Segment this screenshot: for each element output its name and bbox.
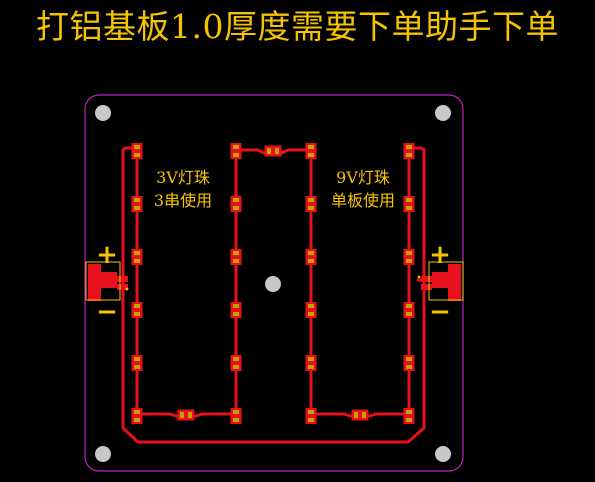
led-icon — [131, 249, 143, 265]
connector-silkscreen — [85, 261, 121, 301]
minus-sign-right: − — [429, 297, 451, 327]
led-icon — [131, 143, 143, 159]
connector-right — [417, 261, 464, 301]
led-icon — [403, 249, 415, 265]
led-icon — [305, 302, 317, 318]
led-icon — [177, 409, 195, 421]
label-9v-led: 9V灯珠 — [336, 168, 390, 187]
page-title: 打铝基板1.0厚度需要下单助手下单 — [36, 7, 559, 46]
led-icon — [305, 408, 317, 424]
led-icon — [230, 408, 242, 424]
label-3-series: 3串使用 — [154, 191, 212, 210]
led-icon — [305, 355, 317, 371]
connector-silkscreen — [428, 261, 464, 301]
led-icon — [305, 249, 317, 265]
connector-pad-icon — [117, 276, 128, 282]
connector-pad-icon — [421, 276, 432, 282]
led-icon — [351, 409, 369, 421]
led-icon — [403, 196, 415, 212]
led-icon — [305, 196, 317, 212]
connector-pad-icon — [117, 284, 128, 290]
connector-left — [85, 261, 129, 301]
led-icon — [131, 196, 143, 212]
led-icon — [230, 302, 242, 318]
connector-pad-icon — [88, 264, 117, 296]
led-icon — [131, 408, 143, 424]
led-icon — [403, 355, 415, 371]
led-icon — [403, 302, 415, 318]
connector-pad-icon — [432, 264, 461, 296]
mounting-hole-icon — [95, 105, 111, 121]
plus-sign-left: + — [96, 240, 118, 270]
led-icon — [403, 143, 415, 159]
led-icon — [230, 196, 242, 212]
led-icon — [305, 143, 317, 159]
connector-pad-icon — [88, 292, 101, 301]
led-array — [131, 143, 415, 424]
mounting-hole-icon — [435, 105, 451, 121]
led-icon — [230, 249, 242, 265]
connector-pad-icon — [448, 292, 461, 301]
connector-dot — [125, 287, 129, 291]
led-icon — [131, 302, 143, 318]
led-icon — [131, 355, 143, 371]
led-icon — [230, 355, 242, 371]
connector-dot — [417, 275, 421, 279]
connector-pad-icon — [421, 284, 432, 290]
mounting-hole-icon — [95, 446, 111, 462]
minus-sign-left: − — [96, 297, 118, 327]
led-icon — [403, 408, 415, 424]
mounting-hole-icon — [435, 446, 451, 462]
led-icon — [264, 145, 282, 157]
plus-sign-right: + — [429, 240, 451, 270]
label-3v-led: 3V灯珠 — [156, 168, 210, 187]
label-single-board: 单板使用 — [331, 191, 395, 210]
mounting-hole-icon — [265, 276, 281, 292]
led-icon — [230, 143, 242, 159]
